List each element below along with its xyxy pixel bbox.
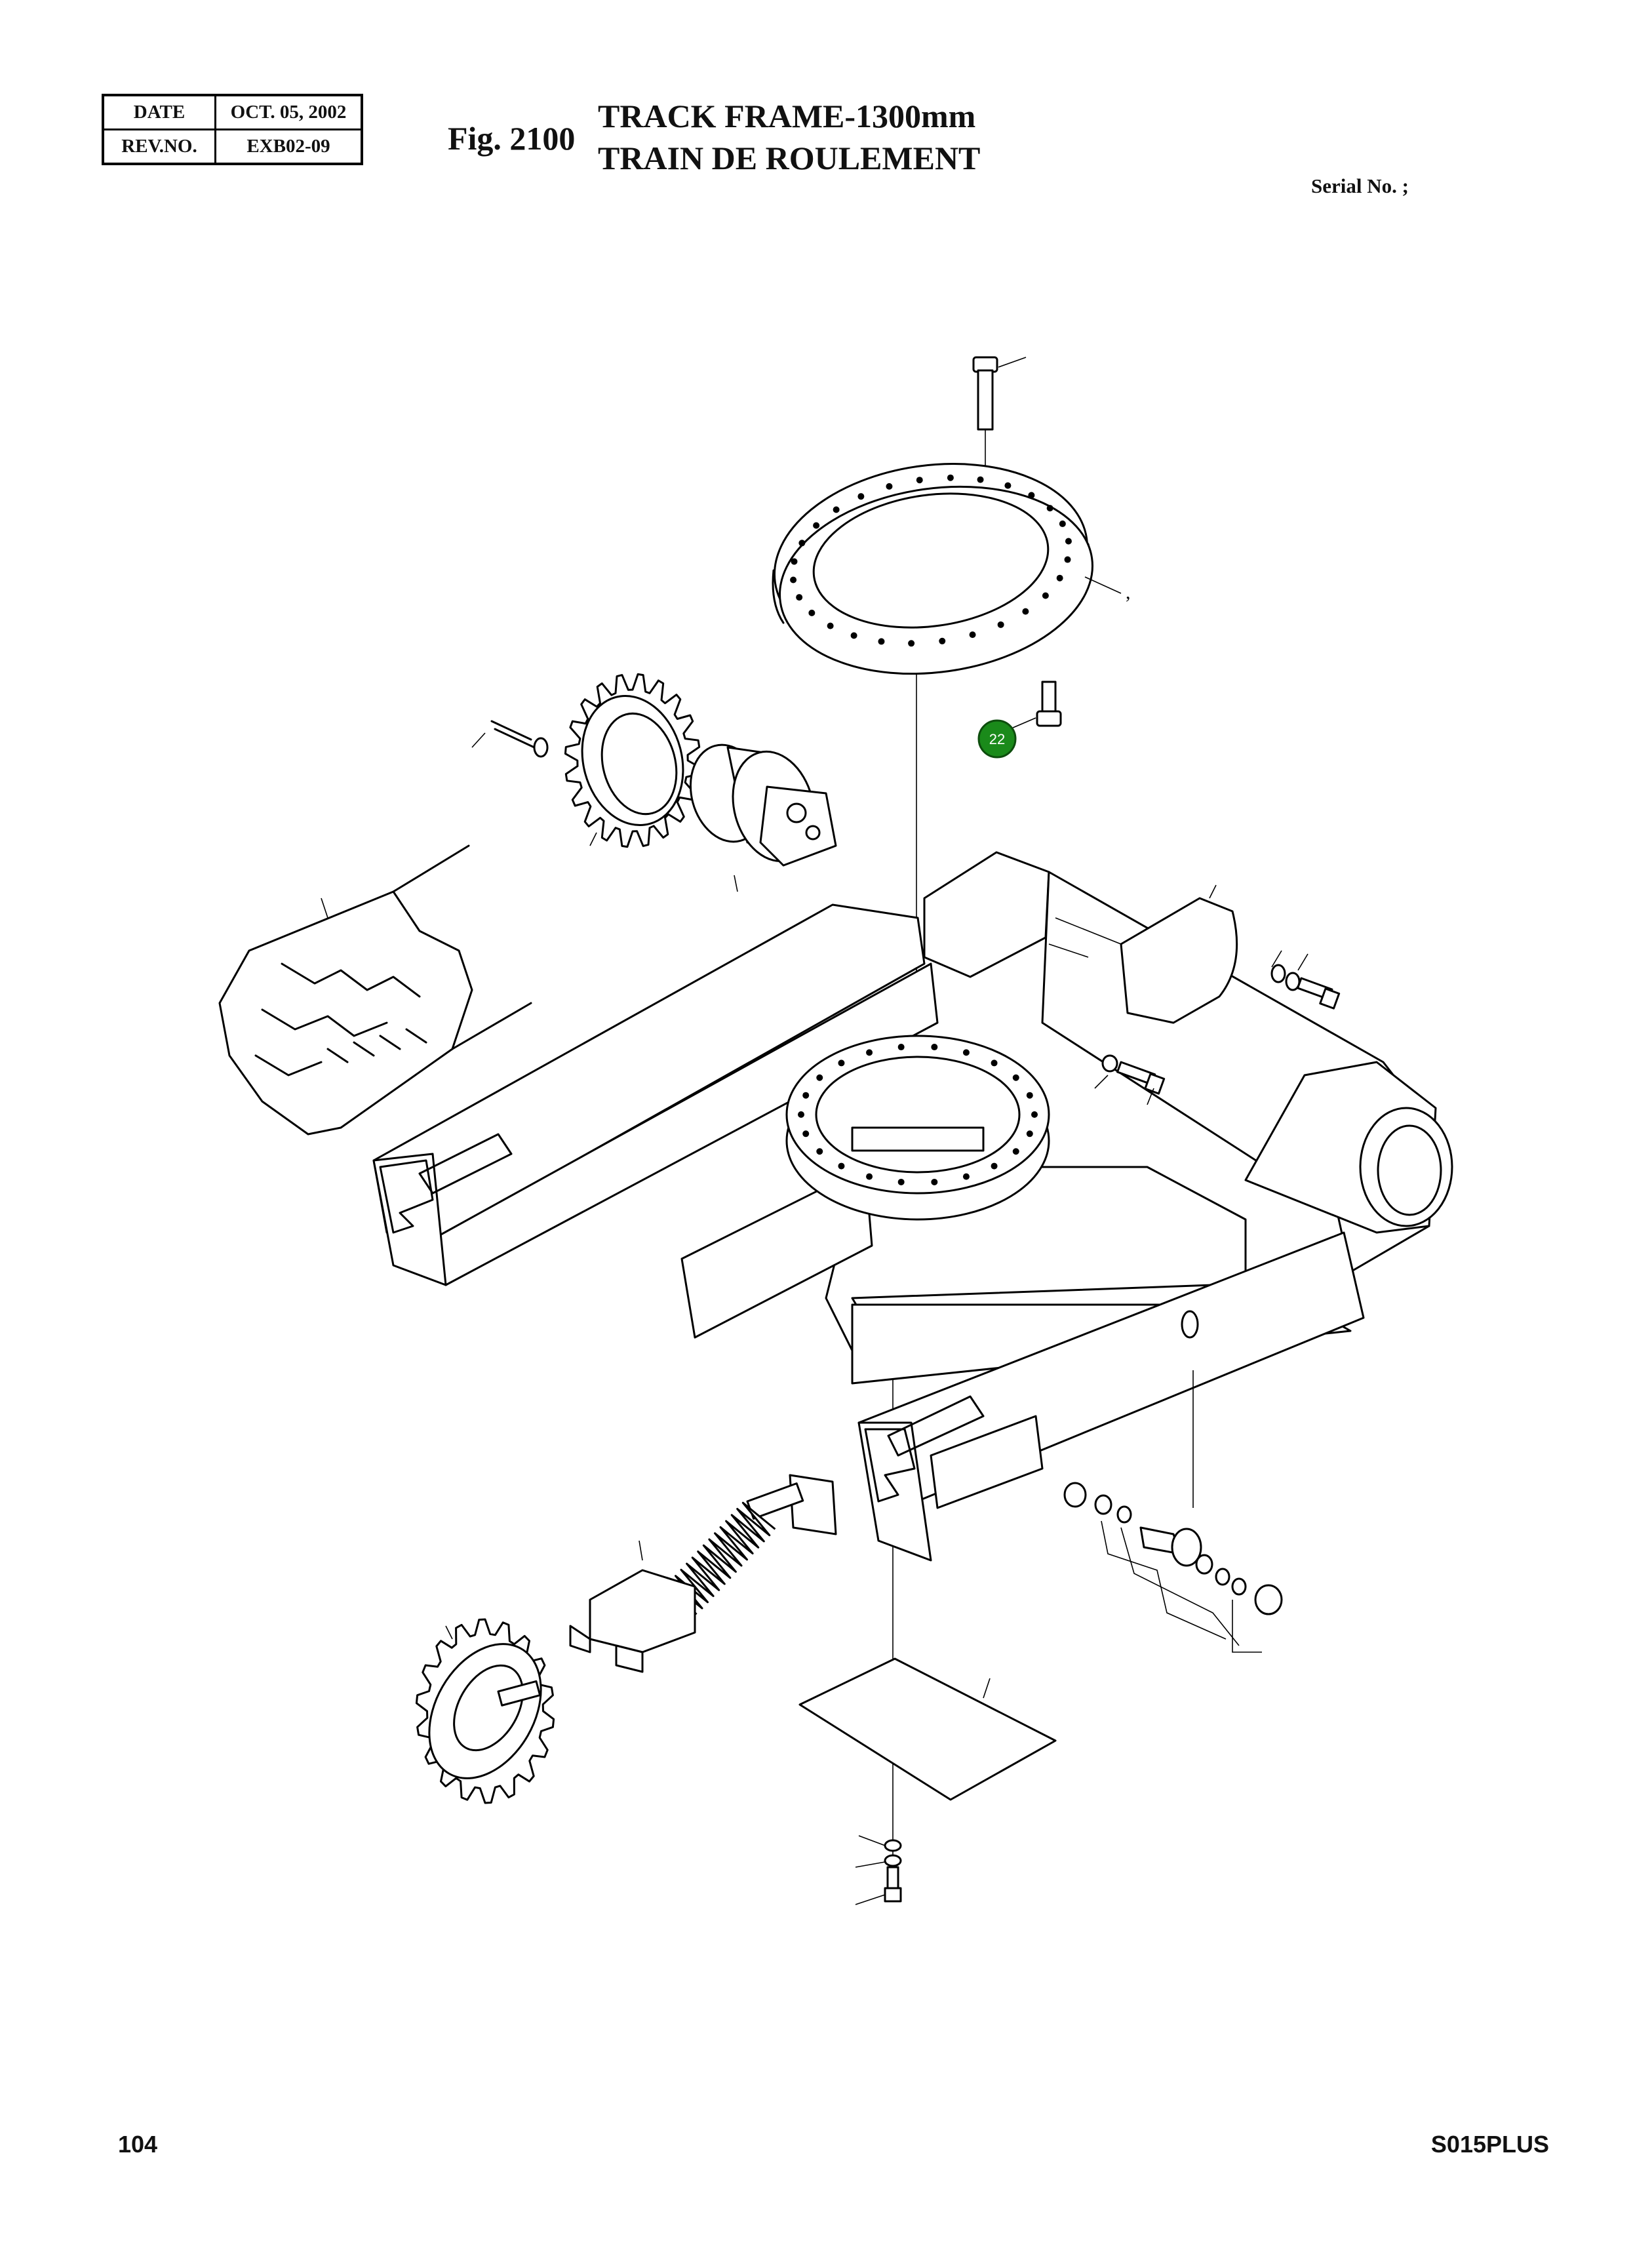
bolt-hole: [866, 1173, 873, 1180]
figure-number: Fig. 2100: [448, 120, 576, 157]
front-idler: [415, 1618, 555, 1804]
title-english: TRACK FRAME-1300mm: [598, 98, 976, 134]
bolt-hole: [1028, 492, 1035, 499]
stray-mark: ,: [1126, 582, 1131, 603]
bolt-hole: [916, 477, 923, 484]
bolt-hole: [798, 1111, 804, 1118]
serial-number: Serial No. ;: [1311, 174, 1409, 197]
bolt-hole: [833, 506, 840, 513]
bolt-hole: [790, 576, 797, 583]
bolt-hole: [1026, 1092, 1033, 1099]
bolt-hole: [962, 1049, 970, 1056]
travel-motor: [689, 743, 837, 892]
bolt-hole: [827, 622, 834, 629]
bolt-hole: [931, 1044, 938, 1051]
bolt-hole: [1056, 574, 1063, 582]
bottom-plate: [798, 1657, 1057, 1801]
callout-badge: 22: [977, 719, 1017, 759]
ring-bolt-holes: [790, 474, 1072, 647]
bolt-hole: [1012, 1148, 1019, 1155]
rubber-track: [218, 844, 532, 1136]
bolt-hole: [850, 632, 857, 639]
frame-circle-holes: [798, 1044, 1038, 1185]
bolt-hole: [838, 1162, 845, 1170]
bolt-hole: [1065, 538, 1072, 545]
adjuster-parts: [1063, 1482, 1283, 1653]
bolt-hole: [1026, 1130, 1033, 1137]
bolt-hole: [947, 474, 954, 481]
bolt-hole: [808, 609, 816, 616]
bolt-hole: [991, 1162, 998, 1170]
callout-label: 22: [989, 731, 1005, 747]
bolt-hole: [878, 638, 885, 645]
bolt-hole: [816, 1074, 823, 1081]
track-tensioner: [569, 1474, 837, 1673]
bolt-hole: [939, 637, 946, 644]
bolt-hole: [969, 631, 976, 639]
bolt-hole: [866, 1049, 873, 1056]
bolt-hole: [816, 1148, 823, 1155]
bolt-hole: [1059, 520, 1066, 527]
drive-sprocket: [564, 673, 701, 848]
bolt-hole: [1042, 592, 1049, 599]
bolt-hole: [997, 621, 1004, 628]
bolt-hole: [991, 1059, 998, 1067]
bolt-hole: [977, 476, 984, 483]
bolt-hole: [1004, 482, 1012, 489]
model-name: S015PLUS: [1430, 2131, 1549, 2158]
revision-table: DATE OCT. 05, 2002 REV.NO. EXB02-09: [102, 94, 363, 165]
date-label: DATE: [102, 94, 216, 130]
date-value: OCT. 05, 2002: [214, 94, 363, 130]
bolt-hole: [897, 1178, 905, 1185]
page-number: 104: [118, 2131, 158, 2158]
ring-bolt: [1012, 681, 1062, 728]
top-bolt: [972, 356, 1027, 431]
sprocket-bolt: [471, 720, 549, 758]
bolt-hole: [1012, 1074, 1019, 1081]
bolt-hole: [791, 558, 798, 565]
swing-bearing-ring: [772, 463, 1122, 675]
rev-label: REV.NO.: [102, 129, 216, 165]
title-french: TRAIN DE ROULEMENT: [598, 140, 981, 176]
frame-swing-circle: [785, 1035, 1050, 1221]
bolt-hole: [838, 1059, 845, 1067]
bolt-hole: [857, 493, 865, 500]
side-cover-plate: [1048, 884, 1238, 1024]
bolt-hole: [796, 594, 803, 601]
bolt-hole: [802, 1130, 810, 1137]
bolt-hole: [931, 1178, 938, 1185]
bolt-hole: [886, 483, 893, 490]
bolt-hole: [802, 1092, 810, 1099]
rev-value: EXB02-09: [214, 129, 363, 165]
bolt-hole: [908, 640, 915, 647]
bolt-hole: [1064, 556, 1071, 563]
bolt-hole: [897, 1044, 905, 1051]
frame-bolt: [1094, 1054, 1166, 1105]
bolt-hole: [1046, 505, 1053, 512]
bolt-hole: [1031, 1111, 1038, 1118]
bolt-hole: [962, 1173, 970, 1180]
bolt-hole: [798, 540, 806, 547]
bottom-fasteners: [855, 1835, 902, 1905]
bolt-hole: [1022, 608, 1029, 615]
bolt-hole: [813, 522, 820, 529]
cover-bolt-set: [1270, 950, 1341, 1010]
